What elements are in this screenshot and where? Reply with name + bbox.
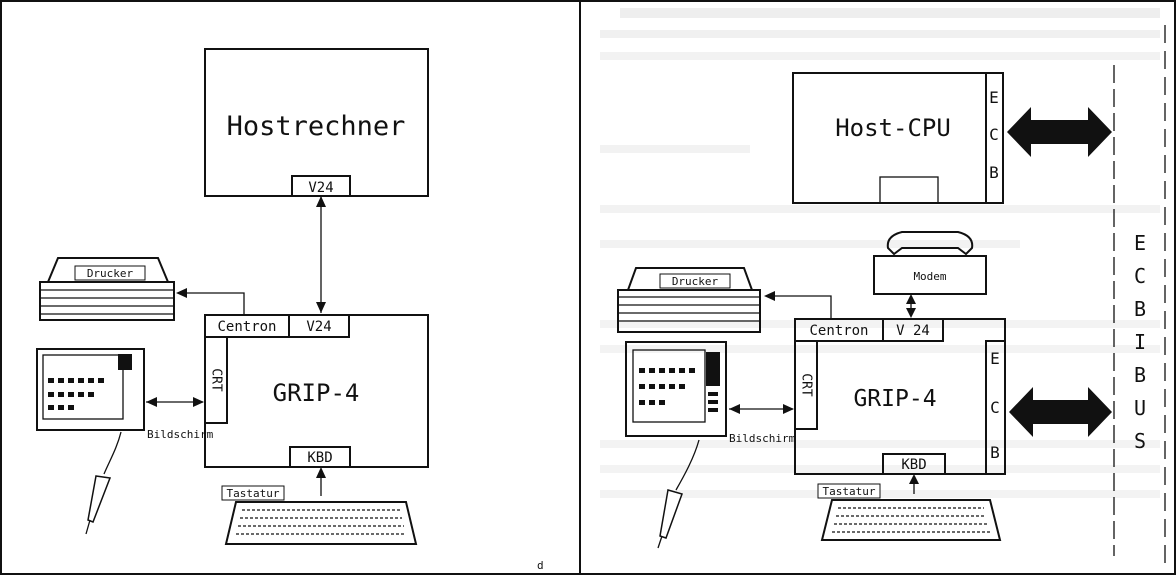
left-printer: Drucker (39, 257, 175, 321)
ecb-bus-letter-i: I (1134, 330, 1146, 354)
right-grip-port-crt: CRT (799, 373, 814, 397)
right-grip-ecb-e: E (990, 349, 1000, 368)
ecb-bus-letter-s: S (1134, 429, 1146, 453)
left-grip-port-v24: V24 (306, 319, 331, 335)
left-monitor: Bildschirm (36, 348, 214, 441)
right-monitor-link (729, 404, 794, 414)
right-grip-bus-arrow (1009, 387, 1112, 437)
right-printer-label: Drucker (672, 275, 719, 288)
right-printer-link (764, 291, 832, 319)
right-modem-link (906, 294, 916, 318)
left-grip-port-centron: Centron (217, 319, 276, 335)
right-grip-port-v24: V 24 (896, 323, 930, 339)
right-light-pen (657, 439, 700, 549)
ecb-bus-letter-c: C (1134, 264, 1146, 288)
right-grip-port-centron: Centron (809, 323, 868, 339)
right-grip-port-kbd: KBD (901, 457, 926, 473)
right-host-title: Host-CPU (835, 114, 951, 142)
left-light-pen (85, 431, 122, 535)
left-keyboard-link (316, 467, 326, 496)
left-grip-port-crt: CRT (209, 368, 224, 392)
right-monitor: Bildschirm (625, 341, 796, 445)
right-keyboard-label: Tastatur (823, 485, 876, 498)
left-monitor-label: Bildschirm (147, 428, 214, 441)
left-host-port-v24: V24 (308, 180, 333, 196)
left-keyboard-label: Tastatur (227, 487, 280, 500)
ecb-bus-letter-e: E (1134, 231, 1146, 255)
left-grip-title: GRIP-4 (273, 379, 360, 407)
right-panel: E C B Host-CPU E C B I B U S Modem (617, 25, 1166, 565)
left-grip-port-kbd: KBD (307, 450, 332, 466)
left-printer-link (176, 288, 245, 315)
right-host-ecb-b: B (989, 163, 999, 182)
left-keyboard: Tastatur (221, 485, 418, 545)
left-host-title: Hostrechner (227, 111, 406, 142)
left-host-grip-link (316, 196, 326, 313)
right-host-box: E C B Host-CPU (792, 72, 1004, 204)
ecb-bus-letter-u: U (1134, 396, 1146, 420)
left-printer-label: Drucker (87, 267, 134, 280)
left-corner-mark: d (537, 559, 544, 572)
right-grip-box: Centron V 24 CRT GRIP-4 KBD E C B (794, 318, 1006, 475)
right-grip-ecb-b: B (990, 443, 1000, 462)
ecb-bus-letter-b: B (1134, 297, 1146, 321)
right-printer: Drucker (617, 267, 761, 333)
right-host-bus-arrow (1007, 107, 1112, 157)
left-host-box: Hostrechner V24 (204, 48, 429, 197)
right-grip-title: GRIP-4 (853, 386, 936, 412)
ecb-bus-letter-b2: B (1134, 363, 1146, 387)
right-modem: Modem (873, 231, 987, 295)
right-grip-ecb-c: C (990, 398, 1000, 417)
left-monitor-link (146, 397, 204, 407)
ecb-bus: E C B I B U S (1113, 25, 1166, 565)
right-keyboard: Tastatur (817, 483, 1002, 541)
bleed-through-texture (600, 8, 1160, 498)
right-host-ecb-e: E (989, 88, 999, 107)
right-modem-label: Modem (913, 270, 946, 283)
right-monitor-label: Bildschirm (729, 432, 796, 445)
right-keyboard-link (909, 474, 919, 494)
left-grip-box: Centron V24 CRT GRIP-4 KBD (204, 314, 429, 468)
left-panel: Hostrechner V24 Centron V24 CRT GRIP-4 K… (36, 48, 544, 572)
right-host-ecb-c: C (989, 125, 999, 144)
